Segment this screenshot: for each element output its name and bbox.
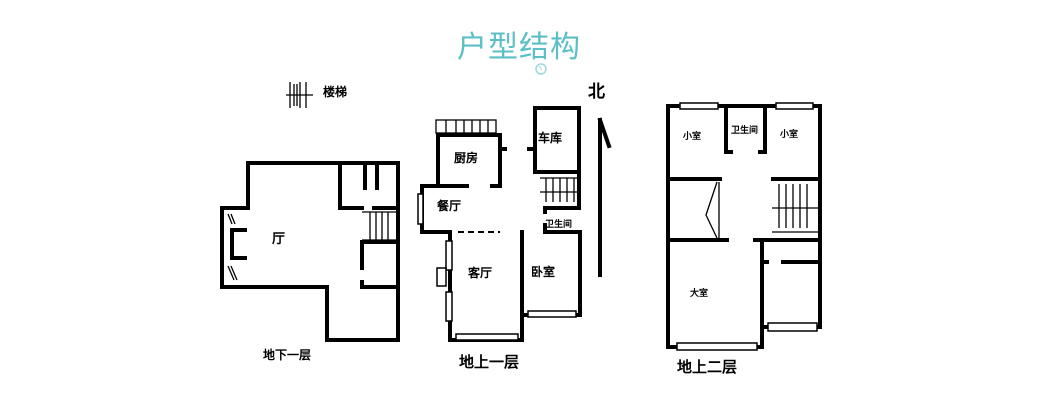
room-label: 小室 [682, 130, 701, 142]
floor-label-basement: 地下一层 [263, 347, 311, 362]
room-label: 卫生间 [731, 124, 758, 136]
north-arrow-icon [597, 117, 612, 277]
room-label: 厅 [272, 232, 285, 247]
room-label: 客厅 [467, 265, 492, 280]
room-label: 卫生间 [545, 218, 572, 230]
compass-icon [535, 63, 547, 75]
basement-plan [220, 161, 400, 342]
stairs-legend-icon [286, 82, 313, 108]
room-label: 卧室 [531, 264, 555, 279]
room-label: 小室 [779, 128, 798, 140]
stairs-legend-label: 楼梯 [323, 84, 347, 99]
room-label: 厨房 [454, 150, 478, 165]
page-title: 户型结构 [457, 30, 581, 65]
room-label: 车库 [538, 130, 562, 145]
room-label: 大室 [690, 287, 708, 299]
room-label: 餐厅 [437, 198, 461, 213]
second-floor-plan [666, 102, 822, 351]
floor-label-ground: 地上一层 [459, 353, 519, 371]
floor-label-second: 地上二层 [677, 358, 737, 376]
north-label: 北 [588, 82, 605, 102]
ground-floor-plan [417, 106, 582, 342]
